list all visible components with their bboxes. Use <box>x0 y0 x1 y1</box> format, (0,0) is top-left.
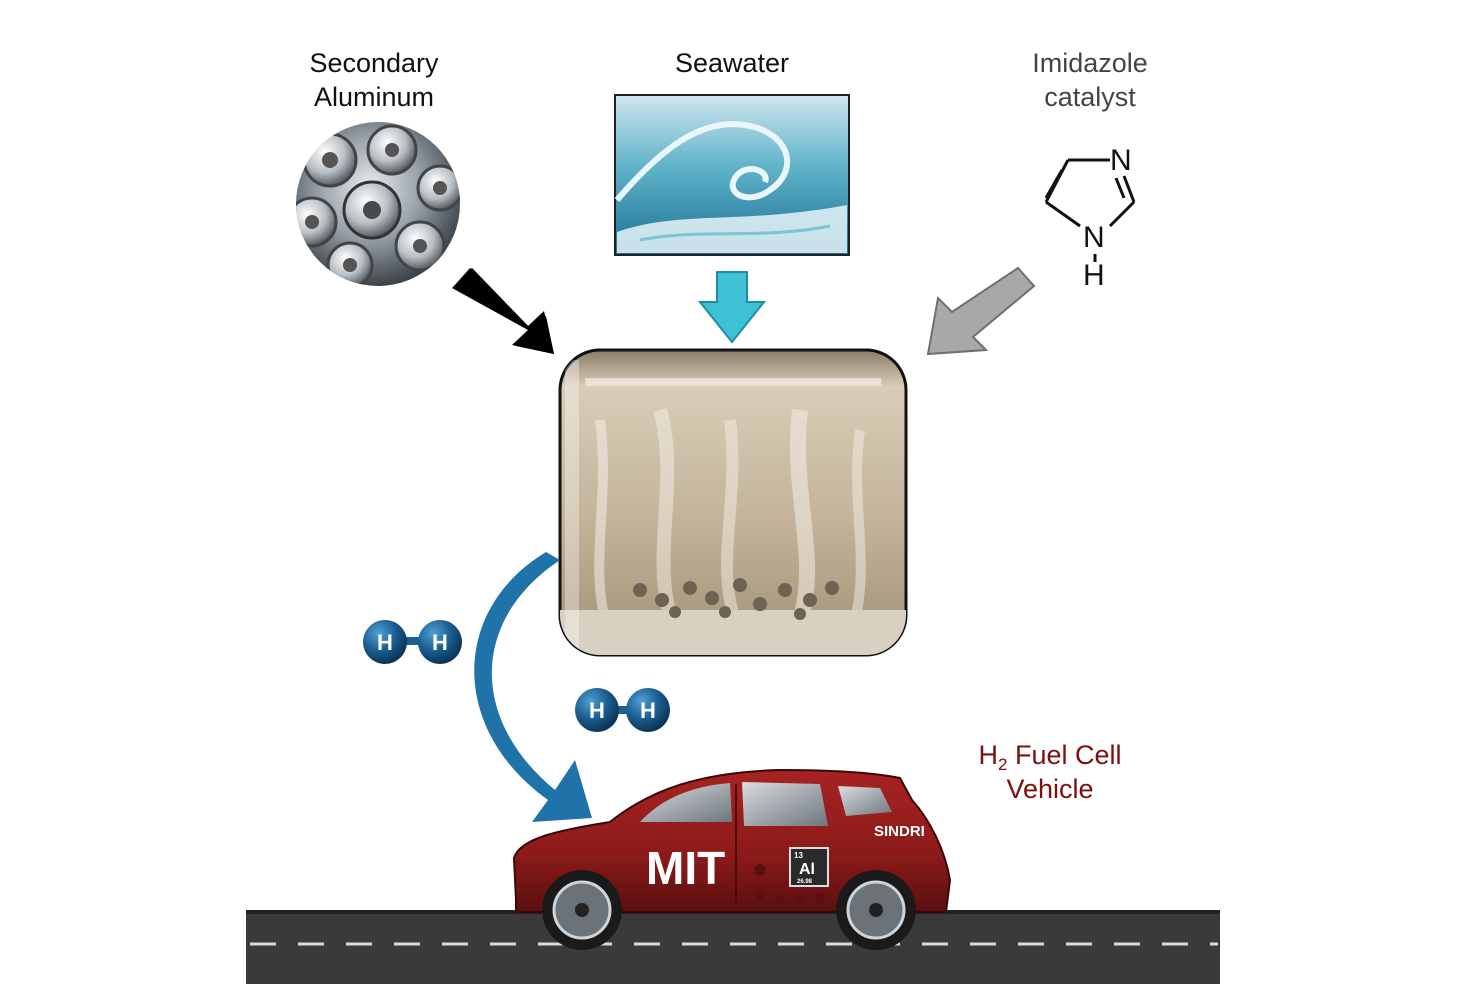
quarter-window <box>838 786 892 816</box>
element-mass: 26.98 <box>797 879 813 885</box>
element-number: 13 <box>794 851 803 860</box>
seawater-image <box>614 94 850 256</box>
mit-logo: MIT <box>646 842 725 894</box>
secondary-aluminum-label: Secondary Aluminum <box>274 46 474 114</box>
h2-2-atom-a: H <box>589 698 605 723</box>
aluminum-pellets <box>633 578 839 620</box>
sindri-logo: SINDRI <box>874 823 925 840</box>
vehicle-label-line1: H2 Fuel Cell <box>940 738 1160 774</box>
catalyst-label-line2: catalyst <box>1044 82 1136 112</box>
aluminum-wheels-icon <box>296 124 460 286</box>
aluminum-label-line2: Aluminum <box>313 82 435 112</box>
aluminum-arrow <box>452 268 554 354</box>
vehicle-label-line2: Vehicle <box>1006 774 1094 804</box>
imidazole-atom-n-bottom: N <box>1083 221 1105 254</box>
h2-1-atom-a: H <box>377 630 393 655</box>
aluminum-label-line1: Secondary <box>309 48 439 78</box>
element-symbol: Al <box>799 861 815 878</box>
imidazole-atom-n-top: N <box>1110 144 1132 177</box>
h2-1-atom-b: H <box>432 630 448 655</box>
road <box>246 910 1220 984</box>
aluminum-element-badge: 13 Al 26.98 <box>789 847 829 887</box>
imidazole-molecule-icon: N N H <box>1044 144 1136 292</box>
seawater-arrow <box>697 271 767 344</box>
imidazole-atom-h: H <box>1083 259 1105 292</box>
h2-molecule-2: H H <box>575 688 670 732</box>
h2-symbol: H <box>978 740 998 770</box>
h2-molecule-1: H H <box>363 620 462 664</box>
front-wheel-icon <box>542 870 622 950</box>
fuel-cell-vehicle-label: H2 Fuel Cell Vehicle <box>940 738 1160 806</box>
seawater-label: Seawater <box>632 46 832 80</box>
h2-2-atom-b: H <box>640 698 656 723</box>
vehicle-label-line1-rest: Fuel Cell <box>1007 740 1122 770</box>
catalyst-arrow <box>926 266 1036 356</box>
hydrogen-flow-arrow <box>474 552 592 822</box>
fuel-cell-vehicle-image: MIT SINDRI 13 Al 26.98 <box>512 768 952 950</box>
reaction-beaker-image <box>558 348 908 657</box>
aluminum-scrap-image <box>296 122 460 286</box>
catalyst-label-line1: Imidazole <box>1032 48 1148 78</box>
imidazole-catalyst-label: Imidazole catalyst <box>990 46 1190 114</box>
front-window <box>640 783 732 822</box>
rear-window <box>742 782 828 826</box>
h2-subscript: 2 <box>997 755 1008 774</box>
rear-wheel-icon <box>836 870 916 950</box>
seawater-label-text: Seawater <box>674 48 790 78</box>
